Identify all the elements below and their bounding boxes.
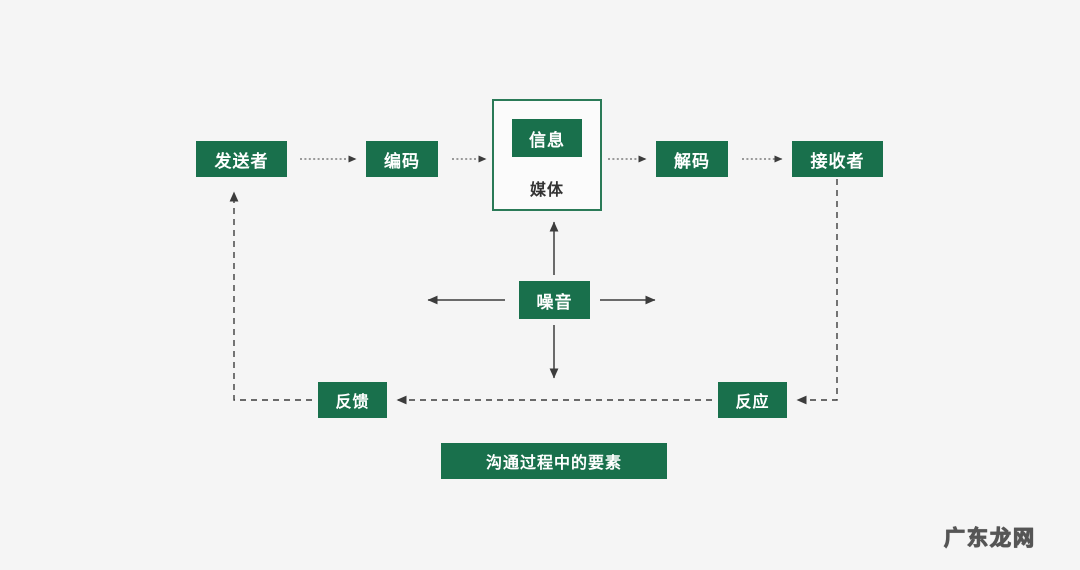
arrow-receiver-to-response <box>796 179 838 405</box>
node-noise[interactable]: 噪音 <box>519 281 590 319</box>
node-receiver[interactable]: 接收者 <box>792 141 883 177</box>
node-message[interactable]: 信息 <box>512 119 582 157</box>
node-response[interactable]: 反应 <box>718 382 787 418</box>
node-encode[interactable]: 编码 <box>366 141 438 177</box>
diagram-title: 沟通过程中的要素 <box>441 443 667 479</box>
watermark: 广东龙网 <box>944 527 1036 551</box>
node-sender[interactable]: 发送者 <box>196 141 287 177</box>
node-decode[interactable]: 解码 <box>656 141 728 177</box>
media-label: 媒体 <box>529 182 564 199</box>
arrow-feedback-to-sender <box>229 191 312 401</box>
node-feedback[interactable]: 反馈 <box>318 382 387 418</box>
